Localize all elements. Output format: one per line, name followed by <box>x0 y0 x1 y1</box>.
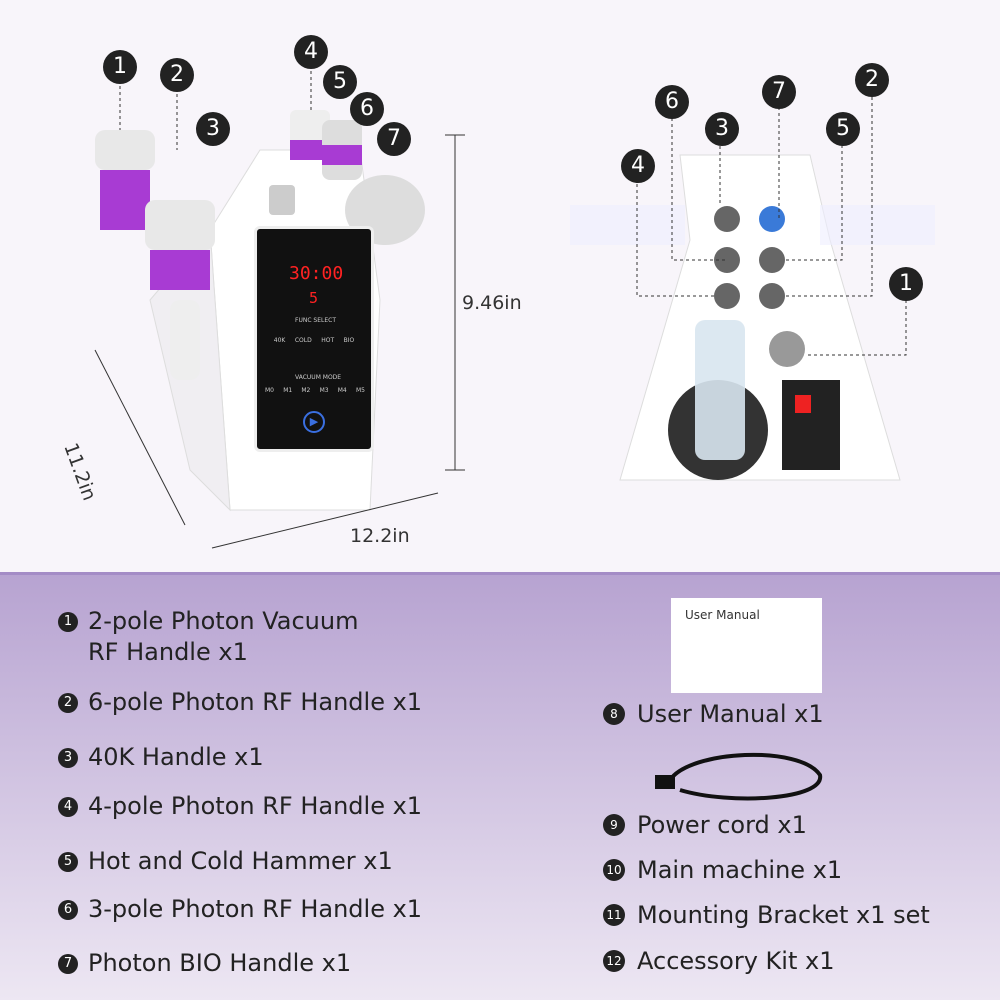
product-photo-area: 1 2 3 4 5 6 7 6 7 2 3 5 4 1 30:00 5 FUNC… <box>59 35 923 549</box>
list-item-2: 2 6-pole Photon RF Handle x1 <box>58 687 422 718</box>
play-pause-icon[interactable]: ▶ <box>303 411 325 433</box>
number-badge: 3 <box>58 748 78 768</box>
back-callout-4: 4 <box>621 149 655 183</box>
callout-7: 7 <box>377 122 411 156</box>
mode-m3[interactable]: M3 <box>319 387 329 394</box>
control-panel: 30:00 5 FUNC SELECT 40K COLD HOT BIO VAC… <box>254 226 374 452</box>
number-badge: 11 <box>603 904 625 926</box>
height-dimension: 9.46in <box>462 292 522 314</box>
func-select-label: FUNC SELECT <box>295 317 337 324</box>
mode-m5[interactable]: M5 <box>355 387 365 394</box>
number-badge: 2 <box>58 693 78 713</box>
callout-5: 5 <box>323 65 357 99</box>
number-badge: 1 <box>58 612 78 632</box>
func-hot[interactable]: HOT <box>321 337 335 344</box>
item-text: 2-pole Photon Vacuum RF Handle x1 <box>88 607 359 666</box>
item-text: Main machine x1 <box>637 856 843 884</box>
mode-m1[interactable]: M1 <box>283 387 293 394</box>
list-item-4: 4 4-pole Photon RF Handle x1 <box>58 791 422 822</box>
number-badge: 12 <box>603 950 625 972</box>
power-inlet <box>782 380 840 470</box>
list-item-3: 3 40K Handle x1 <box>58 742 264 773</box>
item-text: 3-pole Photon RF Handle x1 <box>88 895 423 923</box>
level-display: 5 <box>309 289 319 307</box>
width-dimension: 12.2in <box>350 525 410 547</box>
machine-illustration <box>94 65 907 549</box>
list-item-9: 9 Power cord x1 <box>603 811 807 839</box>
power-cord-icon <box>655 752 823 801</box>
item-text: 6-pole Photon RF Handle x1 <box>88 688 423 716</box>
connector-ports <box>714 206 805 367</box>
number-badge: 4 <box>58 797 78 817</box>
number-badge: 5 <box>58 852 78 872</box>
number-badge: 10 <box>603 859 625 881</box>
power-switch-icon <box>795 395 811 413</box>
number-badge: 9 <box>603 814 625 836</box>
back-callout-1: 1 <box>889 267 923 301</box>
list-item-6: 6 3-pole Photon RF Handle x1 <box>58 894 422 925</box>
number-badge: 7 <box>58 954 78 974</box>
number-badge: 8 <box>603 703 625 725</box>
callout-1: 1 <box>103 50 137 84</box>
back-callout-7: 7 <box>762 75 796 109</box>
item-text: Accessory Kit x1 <box>637 947 835 975</box>
callout-2: 2 <box>160 58 194 92</box>
list-item-1: 1 2-pole Photon Vacuum RF Handle x1 <box>58 606 358 668</box>
package-contents-band <box>0 572 1000 1000</box>
list-item-8: 8 User Manual x1 <box>603 700 824 728</box>
vacuum-mode-label: VACUUM MODE <box>295 374 342 381</box>
user-manual-image: User Manual <box>671 598 822 693</box>
mode-m2[interactable]: M2 <box>301 387 311 394</box>
back-callout-2: 2 <box>855 63 889 97</box>
callout-4: 4 <box>294 35 328 69</box>
mode-m0[interactable]: M0 <box>265 387 274 394</box>
func-40k[interactable]: 40K <box>273 337 286 344</box>
item-text: Hot and Cold Hammer x1 <box>88 847 393 875</box>
item-text: Power cord x1 <box>637 811 807 839</box>
item-text: Mounting Bracket x1 set <box>637 901 930 929</box>
back-callout-6: 6 <box>655 85 689 119</box>
list-item-12: 12 Accessory Kit x1 <box>603 947 834 975</box>
back-callout-5: 5 <box>826 112 860 146</box>
item-text: Photon BIO Handle x1 <box>88 949 352 977</box>
func-cold[interactable]: COLD <box>294 337 312 344</box>
item-text: 4-pole Photon RF Handle x1 <box>88 792 423 820</box>
timer-display: 30:00 <box>289 263 344 284</box>
list-item-10: 10 Main machine x1 <box>603 856 842 884</box>
item-text: 40K Handle x1 <box>88 743 264 771</box>
func-bio[interactable]: BIO <box>343 337 355 344</box>
manual-cover-label: User Manual <box>685 608 760 622</box>
number-badge: 6 <box>58 900 78 920</box>
mode-m4[interactable]: M4 <box>337 387 347 394</box>
list-item-7: 7 Photon BIO Handle x1 <box>58 948 351 979</box>
list-item-11: 11 Mounting Bracket x1 set <box>603 901 930 929</box>
callout-3: 3 <box>196 112 230 146</box>
callout-6: 6 <box>350 92 384 126</box>
item-text: User Manual x1 <box>637 700 824 728</box>
list-item-5: 5 Hot and Cold Hammer x1 <box>58 846 393 877</box>
handles <box>95 110 425 380</box>
back-callout-3: 3 <box>705 112 739 146</box>
